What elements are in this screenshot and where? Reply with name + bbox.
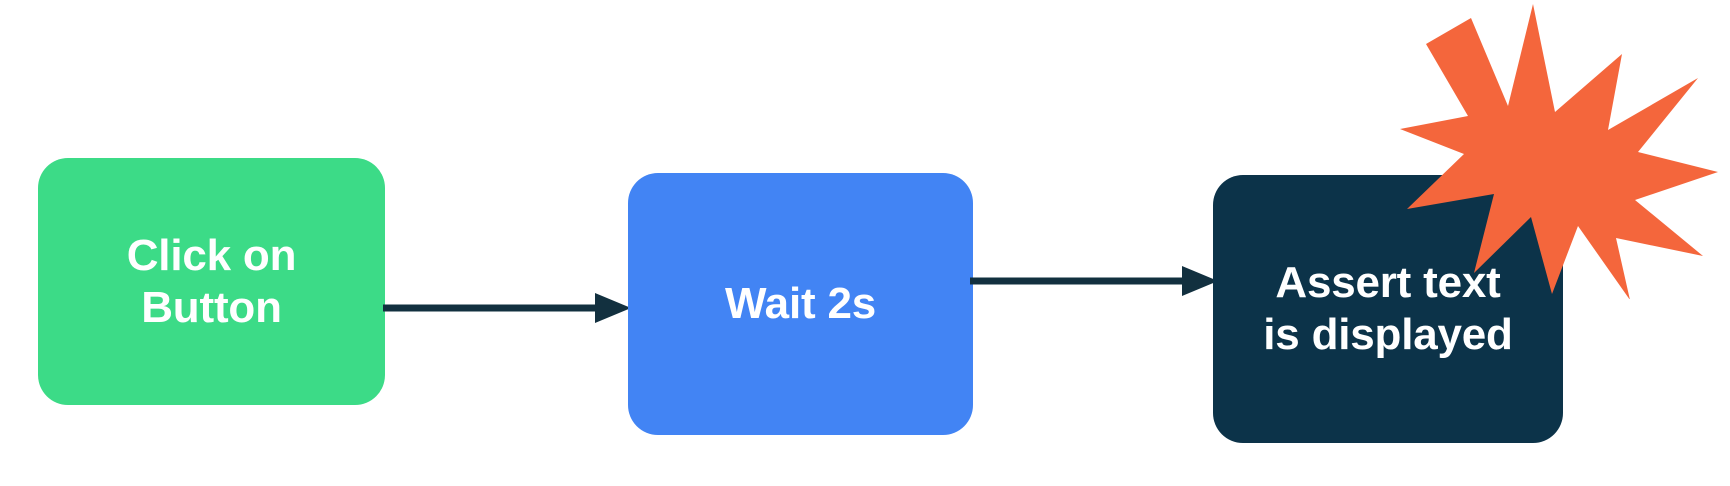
- flow-edge-click-to-wait: [383, 288, 631, 328]
- flow-node-click-on-button-label: Click on Button: [126, 230, 297, 332]
- flow-node-assert-text-displayed-label: Assert text is displayed: [1263, 258, 1513, 359]
- arrow-right-icon: [383, 293, 631, 323]
- flow-node-wait-label: Wait 2s: [724, 279, 876, 329]
- flow-node-click-on-button[interactable]: Click on Button: [38, 158, 385, 405]
- flow-node-assert-text-displayed[interactable]: Assert text is displayed: [1213, 175, 1563, 443]
- arrow-right-icon: [970, 266, 1218, 296]
- flow-edge-wait-to-assert: [970, 261, 1218, 301]
- flow-node-wait[interactable]: Wait 2s: [628, 173, 973, 435]
